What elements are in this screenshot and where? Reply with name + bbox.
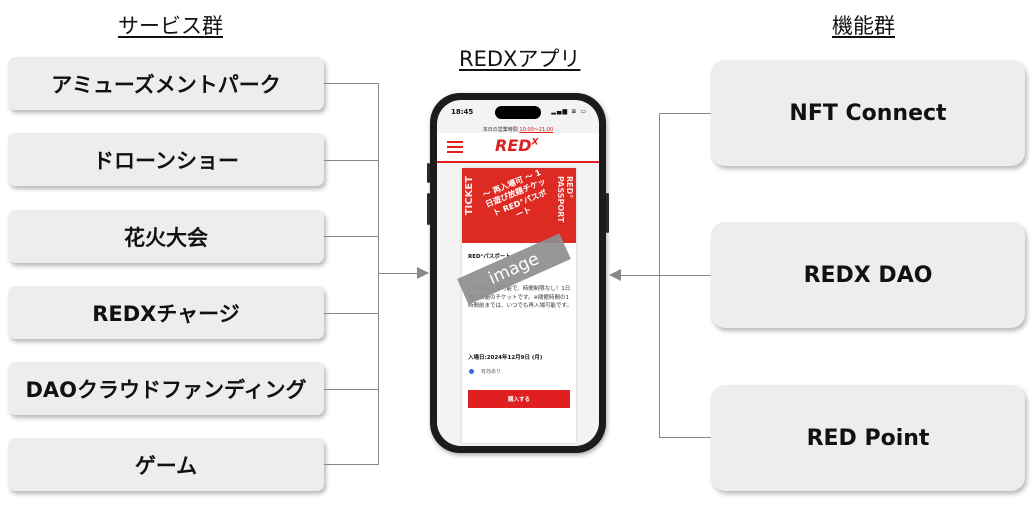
phone-side-button — [606, 193, 609, 233]
ticket-card: TICKET 〜 再入場可 〜 1日遊び放題チケット RED°パスポート RED… — [462, 168, 576, 443]
service-label: アミューズメントパーク — [51, 72, 281, 97]
connector-left-1 — [324, 160, 379, 161]
service-box-game: ゲーム — [8, 438, 324, 491]
hamburger-menu-icon[interactable] — [447, 141, 463, 153]
ticket-right-text: RED° PASSPORT — [556, 176, 574, 223]
radio-selected-icon[interactable] — [469, 369, 474, 374]
phone-screen: 18:45 ▂▄▆ ≋ ▭ 本日の営業時間 10:00～21:00 REDX T… — [437, 100, 599, 446]
red-logo: REDX — [495, 136, 538, 155]
connector-right-0 — [659, 113, 711, 114]
service-label: 花火大会 — [124, 225, 208, 250]
connector-left-3 — [324, 313, 379, 314]
connector-left-5 — [324, 464, 379, 465]
buy-button[interactable]: 購入する — [468, 390, 570, 408]
connector-left-main — [378, 273, 418, 274]
connector-left-4 — [324, 389, 379, 390]
phone-side-button — [427, 193, 430, 225]
service-box-fireworks: 花火大会 — [8, 210, 324, 263]
app-header-bar: REDX — [437, 133, 599, 163]
connector-right-main — [620, 275, 660, 276]
ticket-image: TICKET 〜 再入場可 〜 1日遊び放題チケット RED°パスポート RED… — [462, 168, 576, 243]
service-box-dao-crowdfunding: DAOクラウドファンディング — [8, 362, 324, 415]
connector-right-1 — [659, 275, 711, 276]
phone-mockup: 18:45 ▂▄▆ ≋ ▭ 本日の営業時間 10:00～21:00 REDX T… — [427, 93, 609, 453]
feature-label: RED Point — [806, 425, 930, 451]
service-label: DAOクラウドファンディング — [25, 377, 307, 402]
stock-status: 有効あり — [481, 369, 502, 375]
entry-date: 入場日:2024年12月9日 (月) — [468, 355, 543, 361]
connector-left-0 — [324, 83, 379, 84]
status-icons: ▂▄▆ ≋ ▭ — [551, 108, 587, 115]
connector-left-2 — [324, 236, 379, 237]
phone-side-button — [427, 163, 430, 183]
service-label: REDXチャージ — [92, 301, 240, 326]
services-header: サービス群 — [118, 14, 223, 38]
hours-prefix: 本日の営業時間 — [482, 127, 518, 133]
arrow-left-icon — [609, 269, 621, 281]
app-header: REDXアプリ — [459, 47, 581, 71]
ticket-side-text: TICKET — [464, 176, 475, 216]
feature-label: NFT Connect — [789, 100, 947, 126]
connector-right-2 — [659, 437, 711, 438]
feature-box-redx-dao: REDX DAO — [711, 222, 1025, 328]
opening-hours: 本日の営業時間 10:00～21:00 — [437, 126, 599, 133]
features-header: 機能群 — [832, 14, 895, 38]
service-label: ドローンショー — [93, 148, 239, 173]
feature-box-red-point: RED Point — [711, 385, 1025, 491]
logo-superscript: X — [531, 137, 539, 148]
service-box-amusement-park: アミューズメントパーク — [8, 57, 324, 110]
ticket-center-text: 〜 再入場可 〜 1日遊び放題チケット RED°パスポート — [481, 168, 548, 220]
arrow-right-icon — [417, 267, 429, 279]
card-description: いつでも入場可能で、時間制限なし！1日遊び放題のチケットです。※閉館時間の1時間… — [468, 286, 572, 310]
service-label: ゲーム — [134, 453, 198, 478]
feature-box-nft-connect: NFT Connect — [711, 60, 1025, 166]
hours-value-link[interactable]: 10:00～21:00 — [519, 127, 554, 133]
status-time: 18:45 — [451, 108, 474, 116]
feature-label: REDX DAO — [803, 262, 933, 288]
card-title: RED°パスポート — [468, 254, 511, 260]
service-box-drone-show: ドローンショー — [8, 133, 324, 186]
connector-left-trunk — [378, 83, 379, 465]
logo-text: RED — [495, 136, 532, 155]
dynamic-island — [495, 106, 541, 119]
service-box-redx-charge: REDXチャージ — [8, 286, 324, 339]
